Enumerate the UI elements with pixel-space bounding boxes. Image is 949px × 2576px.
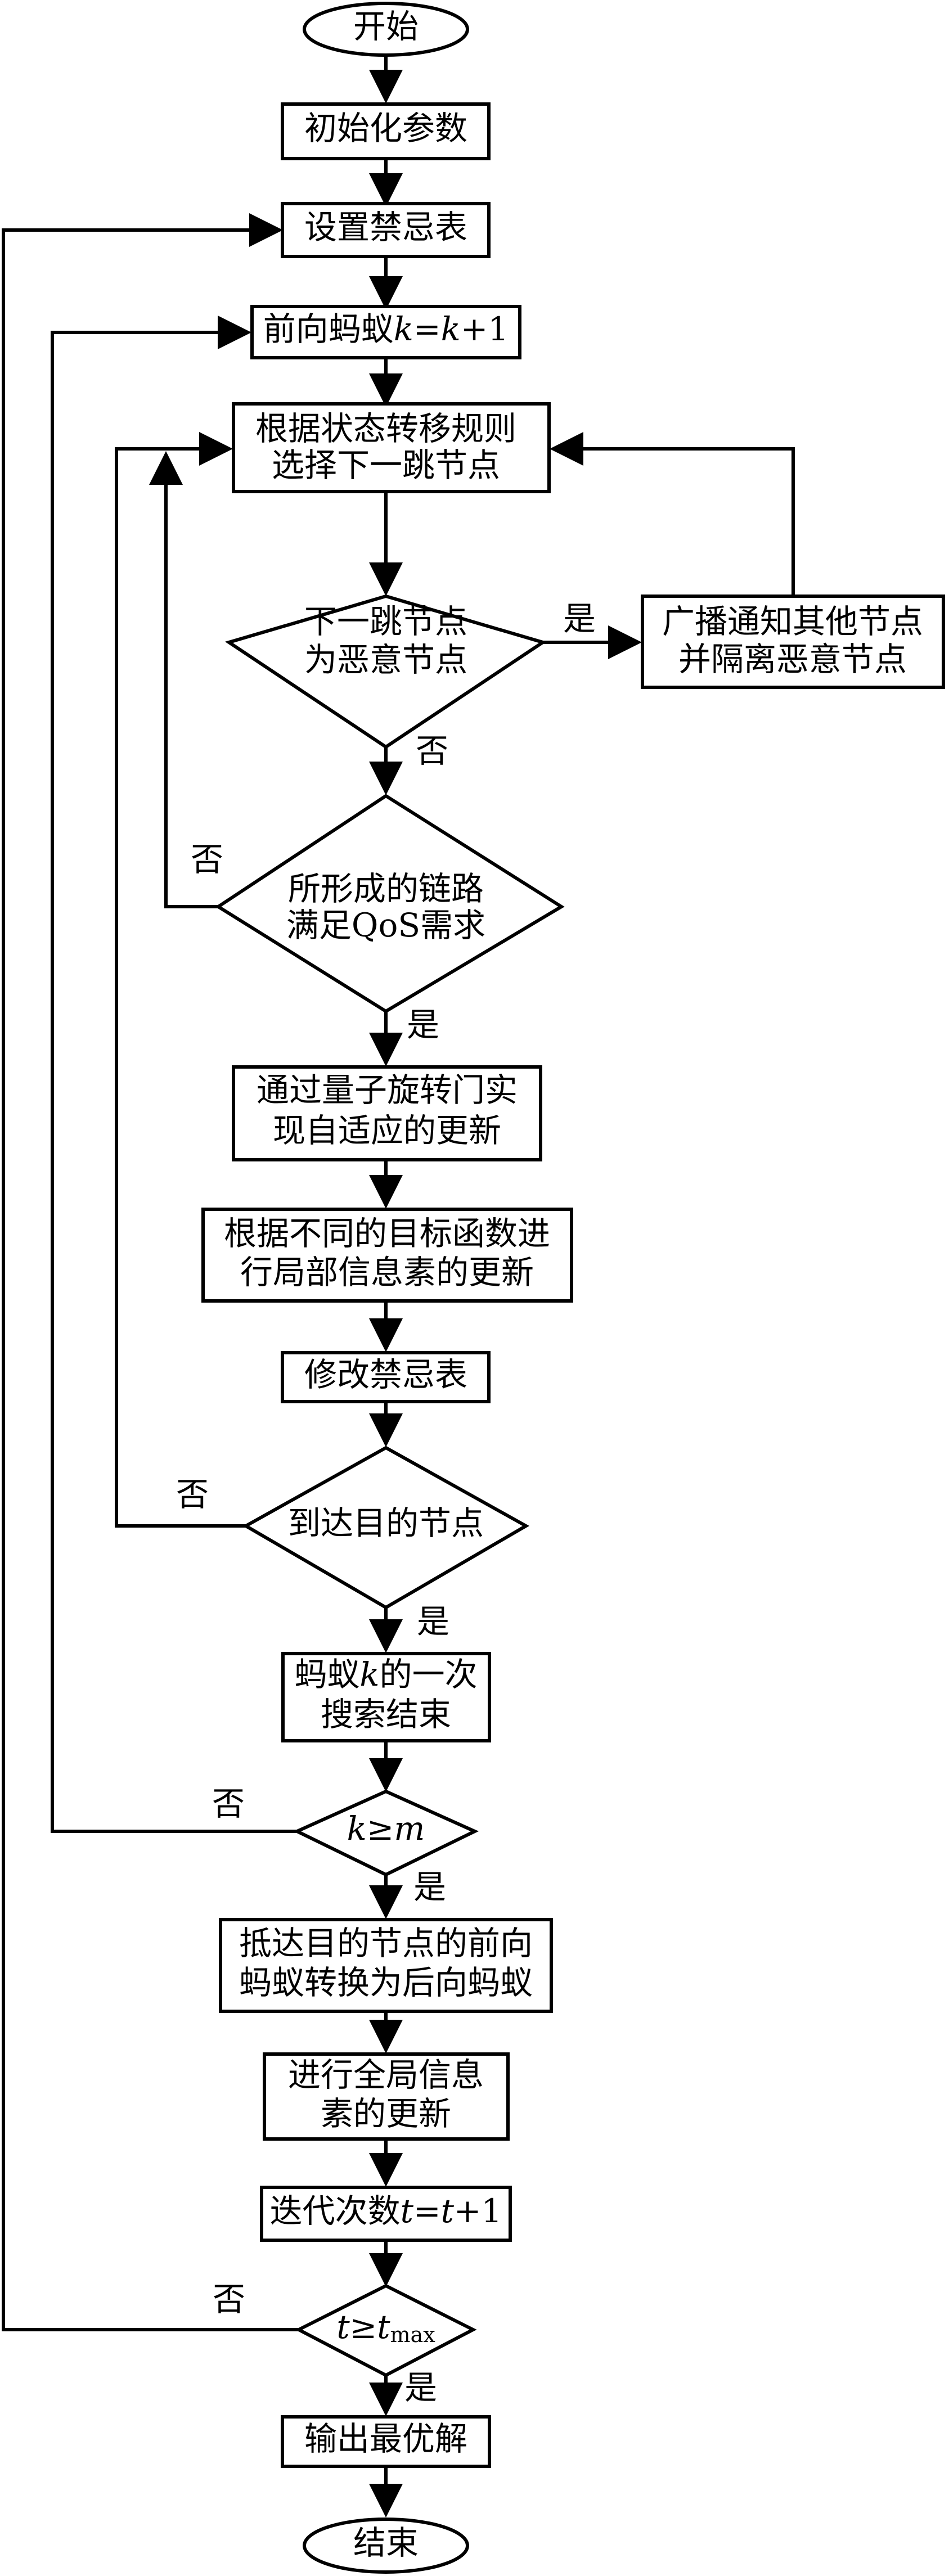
iteration-node: 迭代次数t=t+1 xyxy=(260,2186,512,2242)
forward-ant-label: 前向蚂蚁k=k+1 xyxy=(263,310,509,348)
convert-ant-line2: 蚂蚁转换为后向蚂蚁 xyxy=(239,1963,533,2002)
global-update-node: 进行全局信息 素的更新 xyxy=(263,2052,510,2141)
ant-search-end-line1: 蚂蚁k的一次 xyxy=(294,1655,477,1694)
ant-search-end-node: 蚂蚁k的一次 搜索结束 xyxy=(281,1652,491,1742)
qos-line1: 所形成的链路 xyxy=(288,870,484,908)
output-node: 输出最优解 xyxy=(281,2415,491,2468)
broadcast-line1: 广播通知其他节点 xyxy=(662,602,923,641)
local-update-line2: 行局部信息素的更新 xyxy=(240,1253,534,1291)
start-label: 开始 xyxy=(353,7,419,46)
is-malicious-line1: 下一跳节点 xyxy=(304,602,467,641)
edge-tmax-no-tabu xyxy=(2,213,299,2331)
k-ge-m-decision: k≥m xyxy=(293,1789,479,1877)
set-tabu-label: 设置禁忌表 xyxy=(304,208,467,246)
local-update-node: 根据不同的目标函数进 行局部信息素的更新 xyxy=(201,1208,573,1303)
broadcast-line2: 并隔离恶意节点 xyxy=(678,640,907,678)
branch-labels: 是 否 否 是 否 是 否 是 否 是 xyxy=(176,600,596,2407)
reach-dest-decision: 到达目的节点 xyxy=(242,1445,530,1610)
qos-line2: 满足QoS需求 xyxy=(286,906,485,944)
yes-label-malicious: 是 xyxy=(563,600,596,638)
forward-ant-node: 前向蚂蚁k=k+1 xyxy=(250,305,521,359)
init-params-label: 初始化参数 xyxy=(304,109,467,147)
edge-qos-no-select xyxy=(149,451,219,908)
edge-kgem-no-forward xyxy=(51,316,297,1833)
yes-label-tmax: 是 xyxy=(404,2368,437,2407)
t-ge-tmax-decision: t≥tmax xyxy=(295,2284,477,2377)
quantum-line2: 现自适应的更新 xyxy=(273,1111,501,1150)
output-label: 输出最优解 xyxy=(304,2420,467,2458)
t-ge-tmax-label: t≥tmax xyxy=(336,2308,435,2347)
set-tabu-node: 设置禁忌表 xyxy=(281,202,491,258)
global-update-line1: 进行全局信息 xyxy=(288,2056,484,2094)
init-params-node: 初始化参数 xyxy=(281,102,491,160)
edge-broadcast-select xyxy=(550,432,795,596)
iteration-label: 迭代次数t=t+1 xyxy=(270,2192,502,2230)
is-malicious-decision: 下一跳节点 为恶意节点 xyxy=(224,594,547,749)
no-label-kgem: 否 xyxy=(212,1785,245,1823)
local-update-line1: 根据不同的目标函数进 xyxy=(224,1214,550,1253)
ant-search-end-line2: 搜索结束 xyxy=(321,1695,451,1733)
global-update-line2: 素的更新 xyxy=(321,2095,451,2133)
select-next-node: 根据状态转移规则 选择下一跳节点 xyxy=(232,402,551,493)
quantum-update-node: 通过量子旋转门实 现自适应的更新 xyxy=(232,1065,542,1161)
k-ge-m-label: k≥m xyxy=(347,1809,425,1848)
end-node: 结束 xyxy=(303,2518,469,2574)
edges xyxy=(2,55,795,2518)
no-label-reach: 否 xyxy=(176,1475,209,1514)
select-next-line2: 选择下一跳节点 xyxy=(272,446,500,484)
edge-reach-no-select xyxy=(115,432,246,1528)
convert-ant-node: 抵达目的节点的前向 蚂蚁转换为后向蚂蚁 xyxy=(219,1918,553,2013)
yes-label-kgem: 是 xyxy=(413,1868,446,1906)
yes-label-qos: 是 xyxy=(407,1006,439,1044)
no-label-malicious: 否 xyxy=(416,732,448,770)
broadcast-node: 广播通知其他节点 并隔离恶意节点 xyxy=(641,595,945,689)
reach-dest-label: 到达目的节点 xyxy=(288,1504,484,1542)
qos-decision: 所形成的链路 满足QoS需求 xyxy=(215,794,565,1014)
yes-label-reach: 是 xyxy=(417,1602,449,1641)
no-label-tmax: 否 xyxy=(213,2280,245,2318)
modify-tabu-label: 修改禁忌表 xyxy=(304,1355,467,1394)
modify-tabu-node: 修改禁忌表 xyxy=(281,1351,491,1403)
select-next-line1: 根据状态转移规则 xyxy=(255,409,516,448)
start-node: 开始 xyxy=(303,2,469,57)
no-label-qos: 否 xyxy=(191,840,223,879)
is-malicious-line2: 为恶意节点 xyxy=(304,641,467,679)
end-label: 结束 xyxy=(353,2524,419,2562)
quantum-line1: 通过量子旋转门实 xyxy=(257,1071,518,1109)
convert-ant-line1: 抵达目的节点的前向 xyxy=(239,1924,533,1962)
